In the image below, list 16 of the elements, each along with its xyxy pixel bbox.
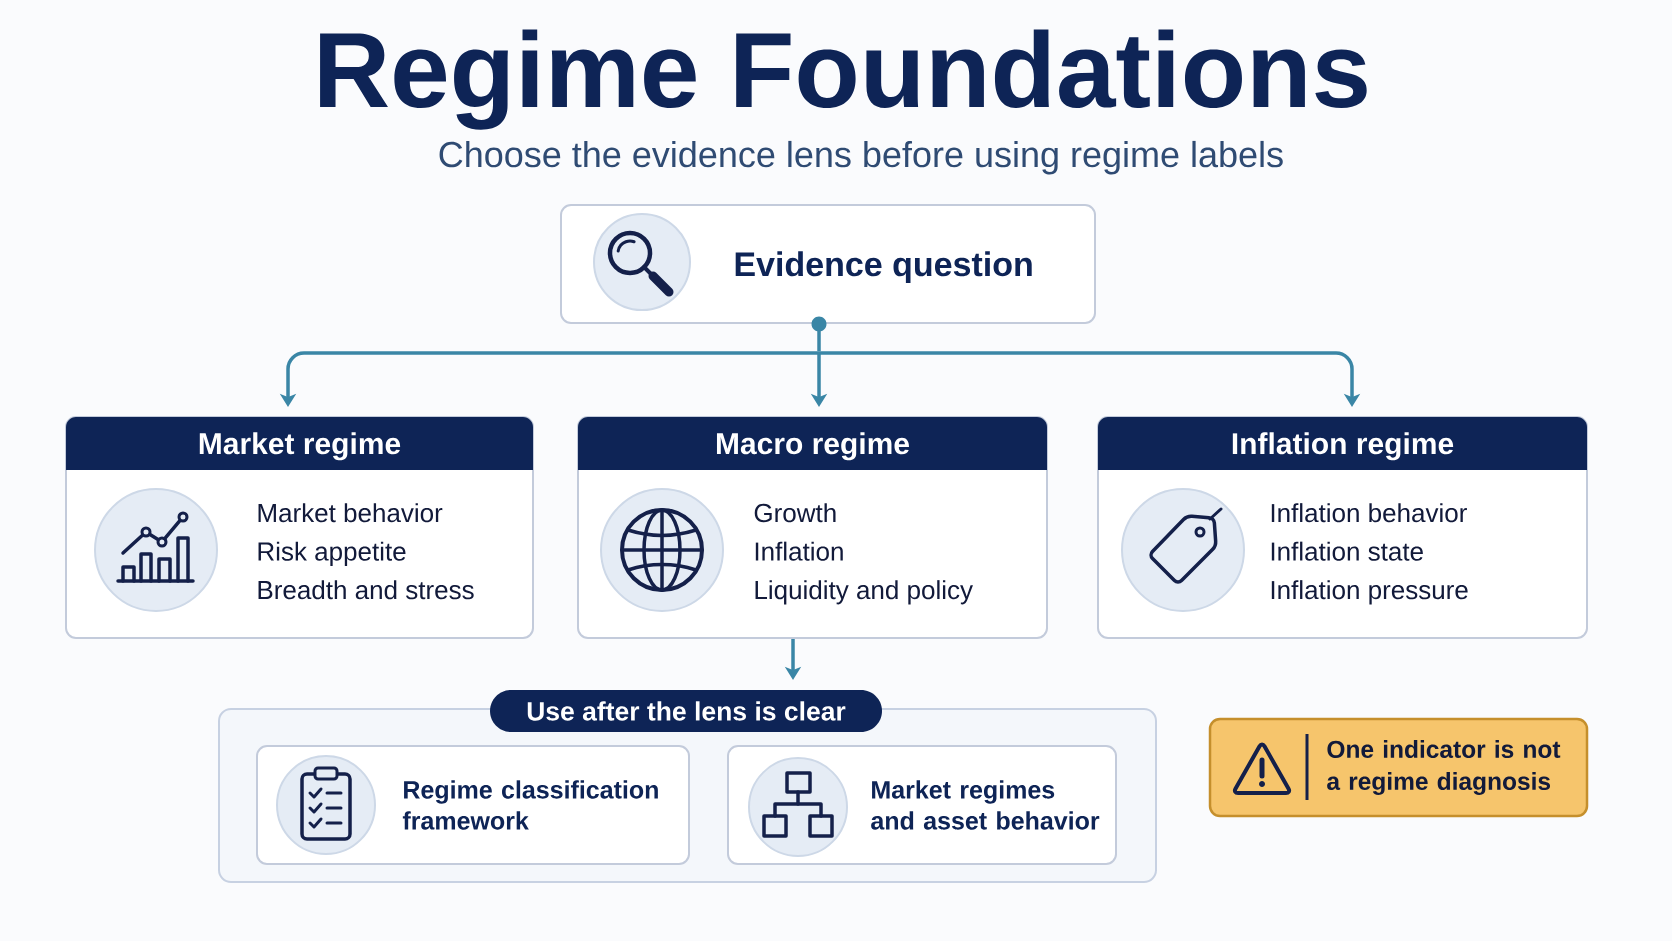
connector-line — [817, 331, 821, 352]
card-header: Inflation regime — [1098, 417, 1587, 470]
list-item: Inflation pressure — [1271, 580, 1468, 605]
card-header: Market regime — [66, 417, 533, 470]
heading-pill: Use after the lens is clear — [490, 690, 882, 732]
card-header: Macro regime — [578, 417, 1047, 470]
warning-box: One indicator is not a regime diagnosis — [1208, 717, 1589, 818]
title: Regime Foundations — [320, 29, 1367, 130]
list-item: Growth — [754, 503, 836, 523]
list-item: Liquidity and policy — [755, 580, 973, 605]
list-item: Market behavior — [258, 503, 443, 523]
list-item: Breadth and stress — [258, 580, 474, 600]
list-item: Inflation — [755, 541, 843, 561]
list-item: Inflation state — [1271, 541, 1423, 561]
list-item: Inflation behavior — [1271, 503, 1467, 523]
list-item: Risk appetite — [258, 541, 406, 566]
